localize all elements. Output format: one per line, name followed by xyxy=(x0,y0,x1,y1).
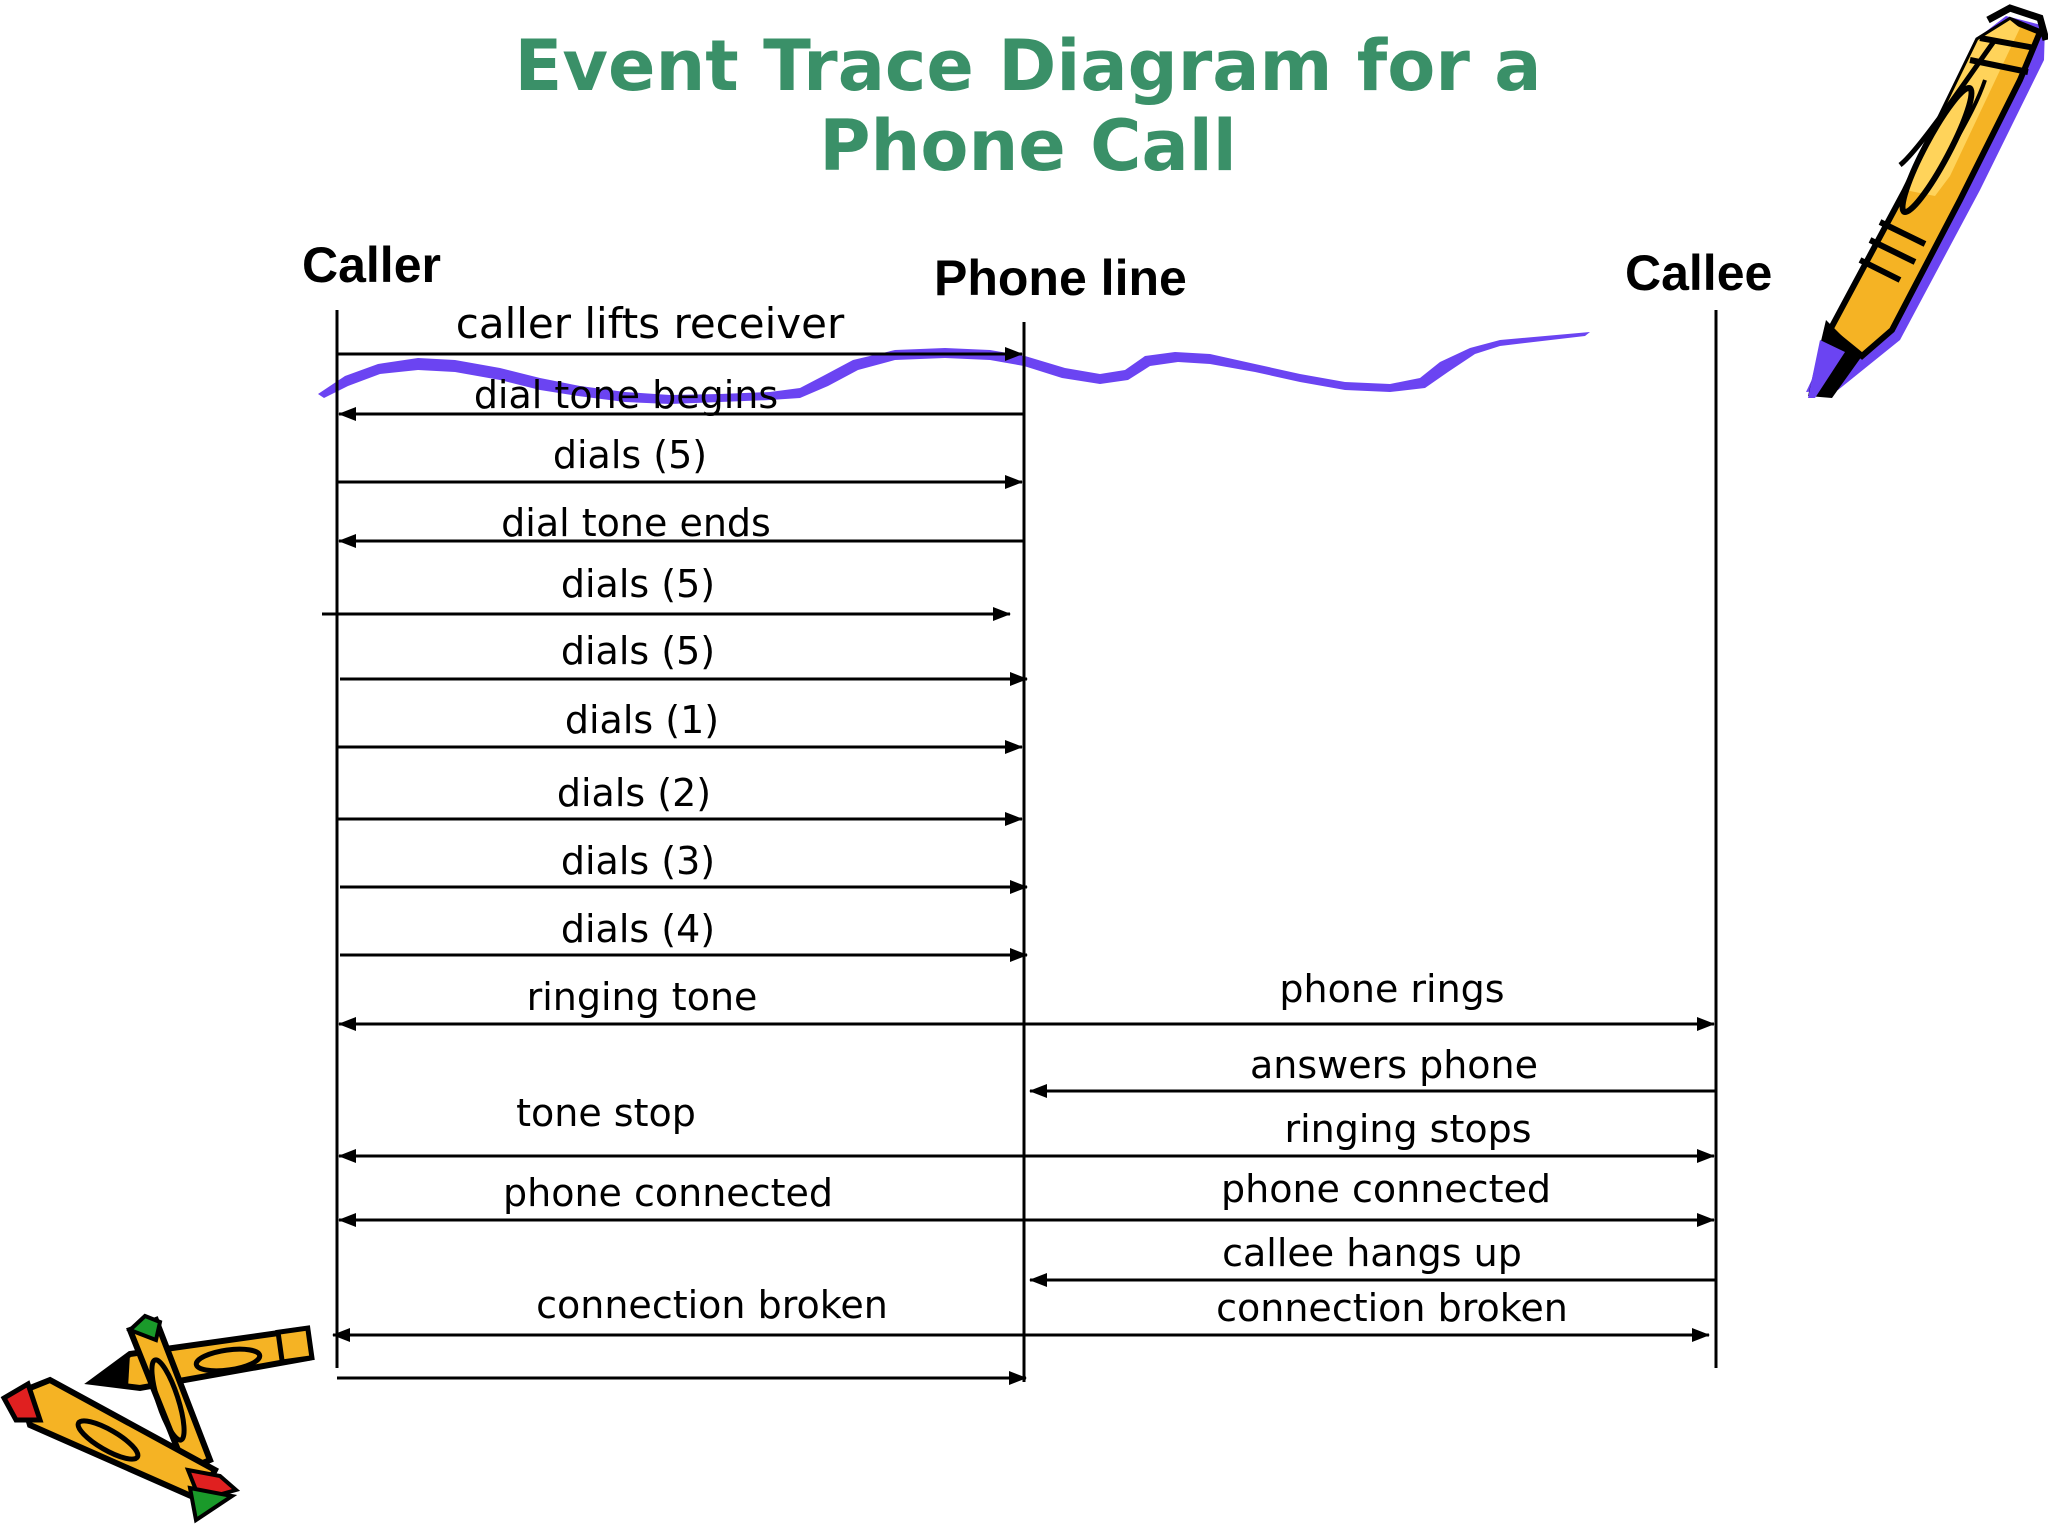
message-label: dials (5) xyxy=(561,562,715,606)
lane-label-caller: Caller xyxy=(302,237,441,293)
message-dials-2: dials (2) xyxy=(337,771,1023,826)
message-label: phone rings xyxy=(1279,967,1504,1011)
message-connection-broken-callee: connection broken xyxy=(1024,1286,1710,1342)
message-dials-1: dials (1) xyxy=(337,698,1023,754)
message-label: dials (3) xyxy=(561,839,715,883)
message-label: connection broken xyxy=(536,1283,888,1327)
message-dials-5-a: dials (5) xyxy=(337,433,1023,489)
message-label: ringing stops xyxy=(1284,1107,1531,1151)
lane-label-callee: Callee xyxy=(1625,245,1772,301)
message-phone-rings: phone rings xyxy=(1024,967,1715,1031)
title-line-2: Phone Call xyxy=(819,105,1237,187)
message-ringing-tone: ringing tone xyxy=(338,975,1024,1031)
pencil-icon xyxy=(1806,4,2048,398)
message-callee-hangs-up: callee hangs up xyxy=(1029,1231,1716,1287)
message-caller-lifts-receiver: caller lifts receiver xyxy=(337,299,1023,361)
message-answers-phone: answers phone xyxy=(1029,1043,1716,1098)
message-label: dial tone ends xyxy=(501,501,771,545)
message-label: dials (1) xyxy=(565,698,719,742)
message-label: tone stop xyxy=(516,1091,696,1135)
message-phone-connected-callee: phone connected xyxy=(1024,1167,1715,1227)
message-tone-stop: tone stop xyxy=(338,1091,1024,1163)
title-line-1: Event Trace Diagram for a xyxy=(515,25,1542,107)
message-label: callee hangs up xyxy=(1222,1231,1522,1275)
message-label: dials (2) xyxy=(557,771,711,815)
crossed-pencils-icon xyxy=(0,1313,315,1524)
message-dials-4: dials (4) xyxy=(340,907,1028,962)
message-label: answers phone xyxy=(1250,1043,1538,1087)
lane-label-phone-line: Phone line xyxy=(934,250,1187,306)
message-dials-3: dials (3) xyxy=(340,839,1028,894)
message-dial-tone-ends: dial tone ends xyxy=(338,501,1024,548)
message-label: caller lifts receiver xyxy=(456,299,845,348)
message-label: dials (5) xyxy=(553,433,707,477)
message-label: ringing tone xyxy=(527,975,758,1019)
message-label: dial tone begins xyxy=(474,373,778,417)
message-phone-connected-caller: phone connected xyxy=(338,1171,1024,1227)
message-label: dials (5) xyxy=(561,629,715,673)
message-dial-tone-begins: dial tone begins xyxy=(338,373,1024,421)
message-label: dials (4) xyxy=(561,907,715,951)
message-dials-5-c: dials (5) xyxy=(340,629,1028,686)
message-connection-broken-caller: connection broken xyxy=(332,1283,1024,1342)
message-label: connection broken xyxy=(1216,1286,1568,1330)
message-label: phone connected xyxy=(503,1171,833,1215)
message-ringing-stops: ringing stops xyxy=(1024,1107,1715,1163)
message-dials-5-b: dials (5) xyxy=(322,562,1011,621)
message-label: phone connected xyxy=(1221,1167,1551,1211)
